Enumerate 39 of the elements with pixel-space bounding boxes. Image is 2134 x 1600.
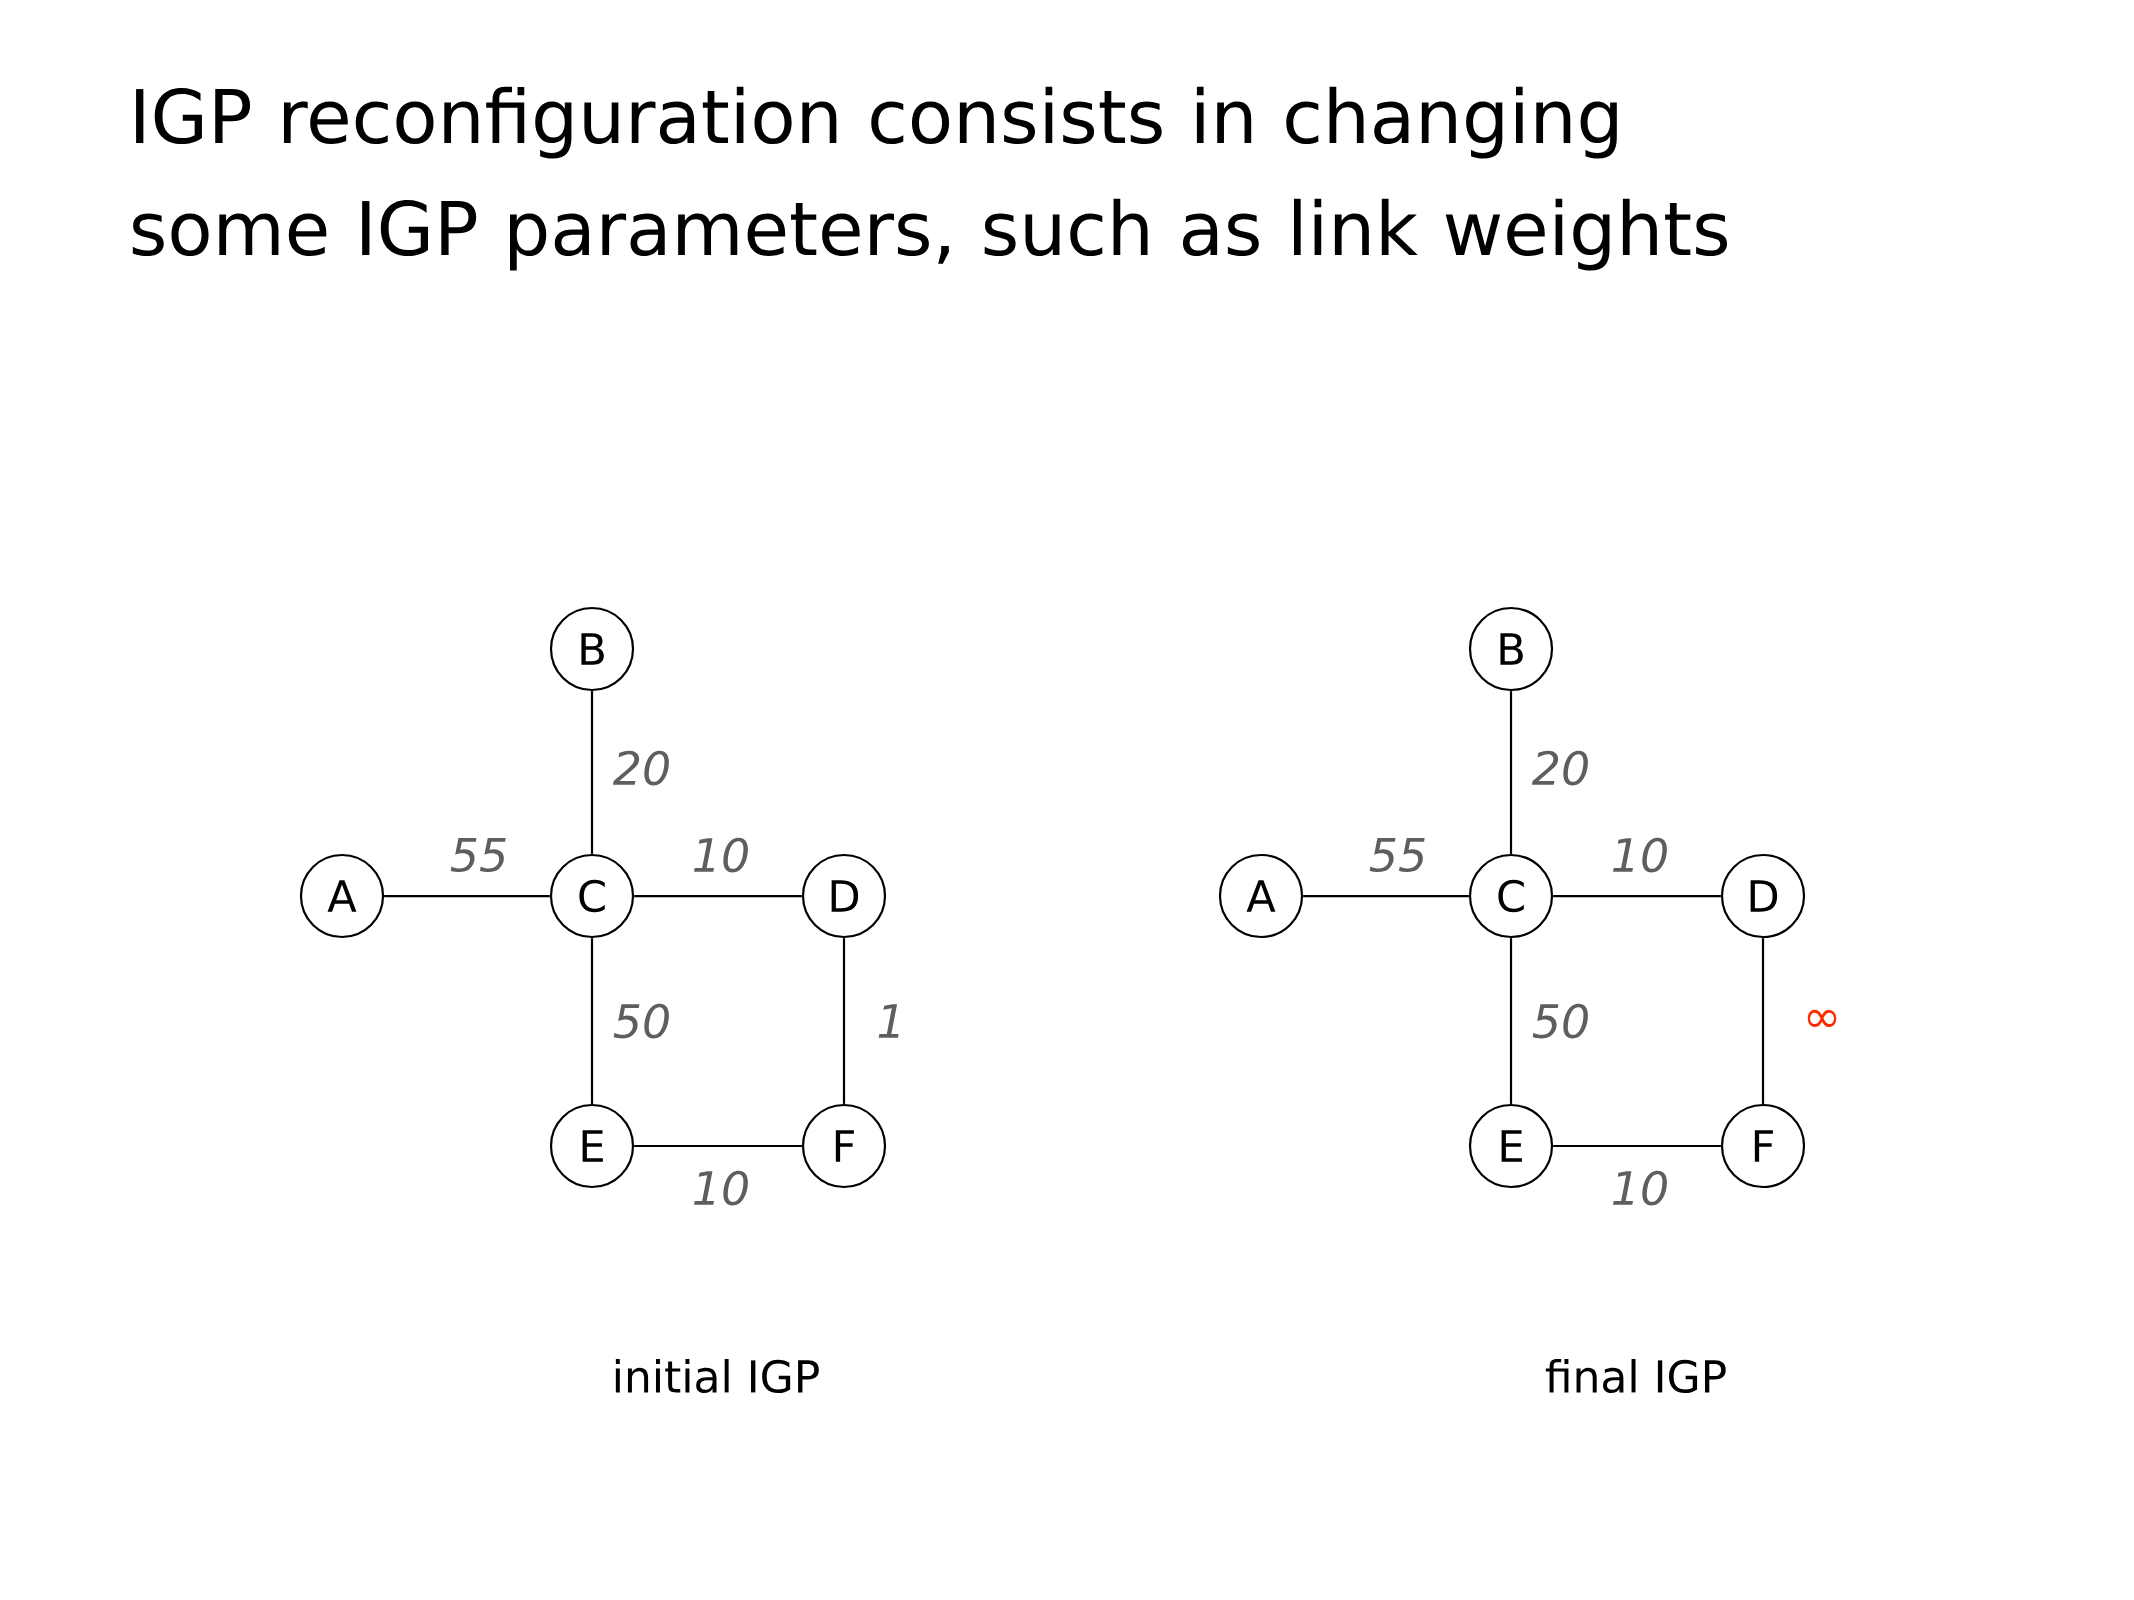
network-node: D bbox=[801, 853, 887, 939]
link-line bbox=[1509, 691, 1513, 854]
network-node: C bbox=[1468, 853, 1554, 939]
network-node: E bbox=[549, 1103, 635, 1189]
link-line bbox=[634, 894, 802, 898]
link-line bbox=[590, 938, 594, 1104]
edge-label: 10 bbox=[1613, 1170, 1667, 1206]
slide-title: IGP reconfiguration consists in changing some IGP parameters, such as link weights bbox=[132, 86, 1728, 271]
link-line bbox=[1553, 1144, 1721, 1148]
edge-label: 10 bbox=[1613, 837, 1667, 873]
edge-label: 10 bbox=[694, 837, 748, 873]
edge-label: 1 bbox=[878, 1004, 899, 1038]
link-line bbox=[634, 1144, 802, 1148]
edge-label: 55 bbox=[1369, 837, 1425, 873]
link-line bbox=[1761, 938, 1765, 1104]
network-node: A bbox=[1218, 853, 1304, 939]
link-line bbox=[1553, 894, 1721, 898]
graph-caption: final IGP bbox=[1545, 1359, 1726, 1394]
link-line bbox=[384, 894, 550, 898]
network-node: F bbox=[1720, 1103, 1806, 1189]
network-node: B bbox=[1468, 606, 1554, 692]
edge-label: 10 bbox=[694, 1170, 748, 1206]
network-node: A bbox=[299, 853, 385, 939]
graph-caption: initial IGP bbox=[615, 1359, 819, 1394]
link-line bbox=[1303, 894, 1469, 898]
network-node: F bbox=[801, 1103, 887, 1189]
edge-label: 20 bbox=[612, 750, 669, 786]
edge-label: 20 bbox=[1531, 750, 1588, 786]
edge-label: ∞ bbox=[1807, 1009, 1837, 1028]
link-line bbox=[1509, 938, 1513, 1104]
edge-label: 50 bbox=[613, 1003, 669, 1039]
network-node: C bbox=[549, 853, 635, 939]
network-node: E bbox=[1468, 1103, 1554, 1189]
edge-label: 50 bbox=[1532, 1003, 1588, 1039]
network-node: D bbox=[1720, 853, 1806, 939]
link-line bbox=[842, 938, 846, 1104]
link-line bbox=[590, 691, 594, 854]
edge-label: 55 bbox=[450, 837, 506, 873]
network-node: B bbox=[549, 606, 635, 692]
